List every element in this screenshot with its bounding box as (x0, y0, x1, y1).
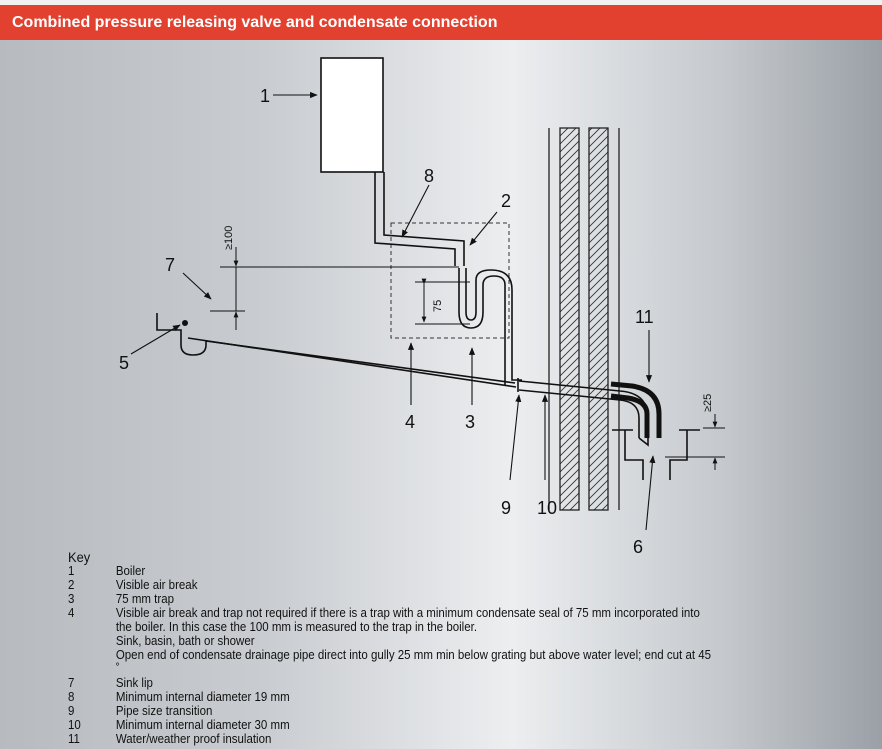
condensate-diagram: ≥100 75 ≥25 1 (119, 57, 725, 557)
callout-11: 11 (635, 307, 654, 327)
key-item: 11 Water/weather proof insulation (68, 732, 712, 746)
boiler (320, 57, 384, 173)
dimension-label-gully: ≥25 (702, 394, 714, 412)
callout-5: 5 (119, 353, 129, 373)
wall (548, 127, 620, 511)
key-item-text: Visible air break (115, 578, 198, 592)
callout-7: 7 (165, 255, 175, 275)
key-item: Open end of condensate drainage pipe dir… (68, 648, 712, 676)
boiler-condensate-pipe (374, 172, 465, 266)
insulation (610, 381, 662, 438)
key-item-number: 3 (68, 592, 75, 606)
dimension-air-gap (210, 247, 459, 330)
key-item: 2 Visible air break (68, 578, 712, 592)
key-item-text: Visible air break and trap not required … (115, 606, 700, 634)
gully (612, 429, 700, 480)
callout-6: 6 (633, 537, 643, 557)
key-item: 4 Visible air break and trap not required… (68, 606, 712, 634)
key-item-text: Boiler (115, 564, 146, 578)
dimension-trap (415, 278, 470, 325)
key-item: 1 Boiler (68, 564, 712, 578)
dimension-gully (665, 414, 725, 470)
key-item: 7 Sink lip (68, 676, 712, 690)
callout-4: 4 (405, 412, 415, 432)
trap (458, 268, 522, 385)
header-bar: Combined pressure releasing valve and co… (0, 0, 882, 40)
key-item-text: Open end of condensate drainage pipe dir… (115, 648, 712, 676)
key-item-number: 2 (68, 578, 75, 592)
callout-3: 3 (465, 412, 475, 432)
key-item-text: 75 mm trap (115, 592, 175, 606)
key-item-text: Minimum internal diameter 30 mm (115, 718, 290, 732)
dimension-label-trap: 75 (432, 300, 444, 312)
page-title: Combined pressure releasing valve and co… (12, 14, 498, 31)
key-legend: Key 1 Boiler 2 Visible air break 3 75 mm tr… (68, 550, 712, 746)
key-item-number: 9 (68, 704, 75, 718)
sink (156, 313, 517, 388)
callout-2: 2 (501, 191, 511, 211)
key-item: 8 Minimum internal diameter 19 mm (68, 690, 712, 704)
key-item-text: Sink lip (115, 676, 153, 690)
key-item-number: 7 (68, 676, 75, 690)
callout-leaders (130, 91, 656, 531)
callout-8: 8 (424, 166, 434, 186)
key-item-number (68, 634, 116, 648)
key-item-number (68, 648, 116, 676)
key-item-number: 1 (68, 564, 75, 578)
key-item-number: 8 (68, 690, 75, 704)
key-item-text: Water/weather proof insulation (115, 732, 272, 746)
key-item-text: Pipe size transition (115, 704, 213, 718)
callout-9: 9 (501, 498, 511, 518)
key-item-number: 4 (68, 606, 75, 620)
key-item-text: Minimum internal diameter 19 mm (115, 690, 290, 704)
key-item: 10 Minimum internal diameter 30 mm (68, 718, 712, 732)
dimension-label-air-gap: ≥100 (223, 226, 235, 250)
key-item: 9 Pipe size transition (68, 704, 712, 718)
callout-10: 10 (537, 498, 557, 518)
key-item-number: 10 (68, 718, 81, 732)
air-break-enclosure (390, 222, 510, 339)
key-item: 3 75 mm trap (68, 592, 712, 606)
key-heading: Key (68, 549, 91, 565)
key-item-text: Sink, basin, bath or shower (115, 634, 255, 648)
diagram-panel: ≥100 75 ≥25 1 (0, 40, 882, 749)
callout-1: 1 (260, 86, 270, 106)
key-item: Sink, basin, bath or shower (68, 634, 712, 648)
key-item-number: 11 (68, 732, 80, 746)
